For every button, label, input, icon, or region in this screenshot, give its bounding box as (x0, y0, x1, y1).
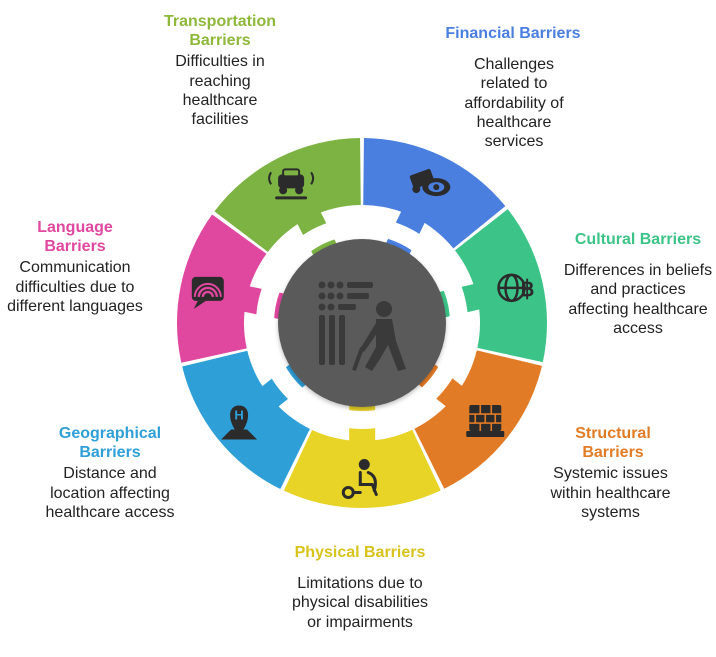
car-skid-icon (268, 168, 315, 200)
center-hub (278, 239, 446, 407)
label-financial: Financial Barriers Challenges related to… (428, 24, 598, 151)
title-financial: Financial Barriers (445, 25, 581, 42)
desc-geographical: Distance and location affecting healthca… (45, 465, 175, 521)
desc-transportation: Difficulties in reaching healthcare faci… (175, 53, 265, 128)
label-transportation: Transportation Barriers Difficulties in … (140, 12, 300, 129)
hub-gap-ring (256, 217, 468, 429)
label-structural: Structural Barriers Systemic issues with… (548, 424, 678, 522)
label-cultural: Cultural Barriers Differences in beliefs… (560, 230, 716, 338)
label-physical: Physical Barriers Limitations due to phy… (275, 543, 445, 632)
title-line: Geographical (58, 425, 162, 442)
title-language: Language Barriers (0, 218, 150, 256)
desc-structural: Systemic issues within healthcare system… (550, 465, 671, 521)
money-eye-icon (409, 168, 451, 197)
title-geographical: Geographical Barriers (30, 424, 190, 462)
hospital-location-icon: H (221, 405, 258, 440)
desc-financial: Challenges related to affordability of h… (464, 56, 564, 150)
title-physical: Physical Barriers (294, 544, 426, 561)
title-line: Barriers (582, 444, 644, 462)
segment-cultural (454, 209, 547, 363)
title-line: Language (37, 219, 113, 236)
segment-transportation (214, 138, 361, 252)
title-line: Barriers (44, 238, 106, 256)
title-transportation: Transportation Barriers (140, 12, 300, 50)
globe-currency-icon: ฿ (497, 273, 535, 303)
svg-text:฿: ฿ (521, 276, 535, 301)
label-language: Language Barriers Communication difficul… (0, 218, 150, 316)
title-cultural: Cultural Barriers (574, 231, 702, 248)
title-line: Structural (575, 425, 651, 442)
title-line: Barriers (189, 32, 251, 50)
desc-physical: Limitations due to physical disabilities… (291, 575, 429, 631)
svg-text:H: H (234, 407, 243, 422)
label-geographical: Geographical Barriers Distance and locat… (30, 424, 190, 522)
person-with-cane-barrier-icon (318, 281, 406, 371)
title-structural: Structural Barriers (548, 424, 678, 462)
title-line: Barriers (79, 444, 141, 462)
brick-wall-icon (466, 405, 505, 438)
wheelchair-icon (341, 458, 378, 499)
title-line: Transportation (163, 13, 276, 30)
desc-cultural: Differences in beliefs and practices aff… (563, 262, 713, 337)
desc-language: Communication difficulties due to differ… (7, 259, 143, 315)
speech-bubble-signal-icon (191, 276, 224, 309)
